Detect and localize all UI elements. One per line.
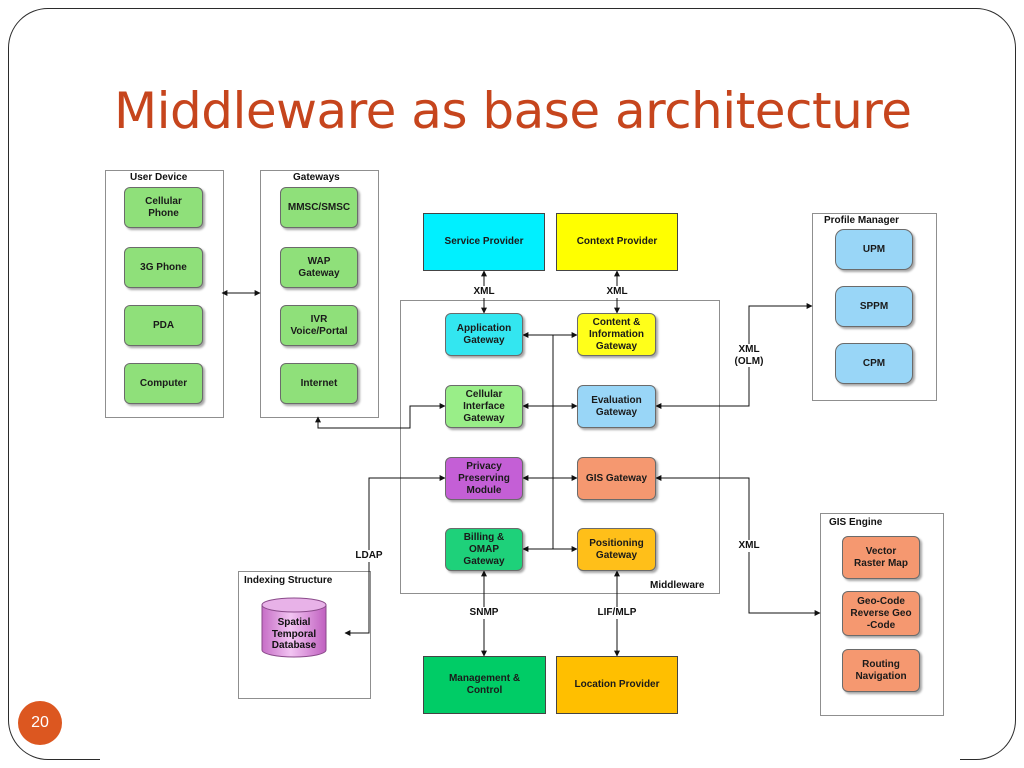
node-application-gateway: Application Gateway xyxy=(445,313,523,356)
edge-label-lif-mlp: LIF/MLP xyxy=(592,607,642,619)
node-management-control: Management & Control xyxy=(423,656,546,714)
edge-label-xml-olm: XML (OLM) xyxy=(726,344,772,367)
edge-label-ldap: LDAP xyxy=(351,550,387,562)
node-3g-phone: 3G Phone xyxy=(124,247,203,288)
edge-label-xml-context: XML xyxy=(602,286,632,298)
node-gis-gateway: GIS Gateway xyxy=(577,457,656,500)
node-geo-code: Geo-Code Reverse Geo -Code xyxy=(842,591,920,636)
edge-label-snmp: SNMP xyxy=(465,607,503,619)
node-pda: PDA xyxy=(124,305,203,346)
node-sppm: SPPM xyxy=(835,286,913,327)
node-cpm: CPM xyxy=(835,343,913,384)
profile-manager-label: Profile Manager xyxy=(824,215,900,226)
node-ivr-voice-portal: IVR Voice/Portal xyxy=(280,305,358,346)
node-spatial-temporal-db: Spatial Temporal Database xyxy=(271,617,317,651)
node-computer: Computer xyxy=(124,363,203,404)
node-internet: Internet xyxy=(280,363,358,404)
edge-label-xml-service: XML xyxy=(469,286,499,298)
node-mmsc-smsc: MMSC/SMSC xyxy=(280,187,358,228)
node-positioning-gateway: Positioning Gateway xyxy=(577,528,656,571)
node-content-info-gateway: Content & Information Gateway xyxy=(577,313,656,356)
node-cellular-interface-gateway: Cellular Interface Gateway xyxy=(445,385,523,428)
node-cellular-phone: Cellular Phone xyxy=(124,187,203,228)
edge-label-xml-gis: XML xyxy=(734,540,764,552)
page-number-badge: 20 xyxy=(18,701,62,745)
database-cylinder-icon xyxy=(261,597,327,658)
node-service-provider: Service Provider xyxy=(423,213,545,271)
node-location-provider: Location Provider xyxy=(556,656,678,714)
node-vector-raster-map: Vector Raster Map xyxy=(842,536,920,579)
node-context-provider: Context Provider xyxy=(556,213,678,271)
node-billing-omap-gateway: Billing & OMAP Gateway xyxy=(445,528,523,571)
middleware-label: Middleware xyxy=(650,580,705,591)
node-evaluation-gateway: Evaluation Gateway xyxy=(577,385,656,428)
gis-engine-label: GIS Engine xyxy=(829,517,883,528)
gateways-label: Gateways xyxy=(293,172,340,183)
frame-gap xyxy=(100,748,960,764)
user-device-label: User Device xyxy=(130,172,188,183)
node-wap-gateway: WAP Gateway xyxy=(280,247,358,288)
node-routing-navigation: Routing Navigation xyxy=(842,649,920,692)
indexing-structure-label: Indexing Structure xyxy=(244,575,333,586)
node-privacy-preserving-module: Privacy Preserving Module xyxy=(445,457,523,500)
slide-title: Middleware as base architecture xyxy=(114,82,912,140)
node-upm: UPM xyxy=(835,229,913,270)
